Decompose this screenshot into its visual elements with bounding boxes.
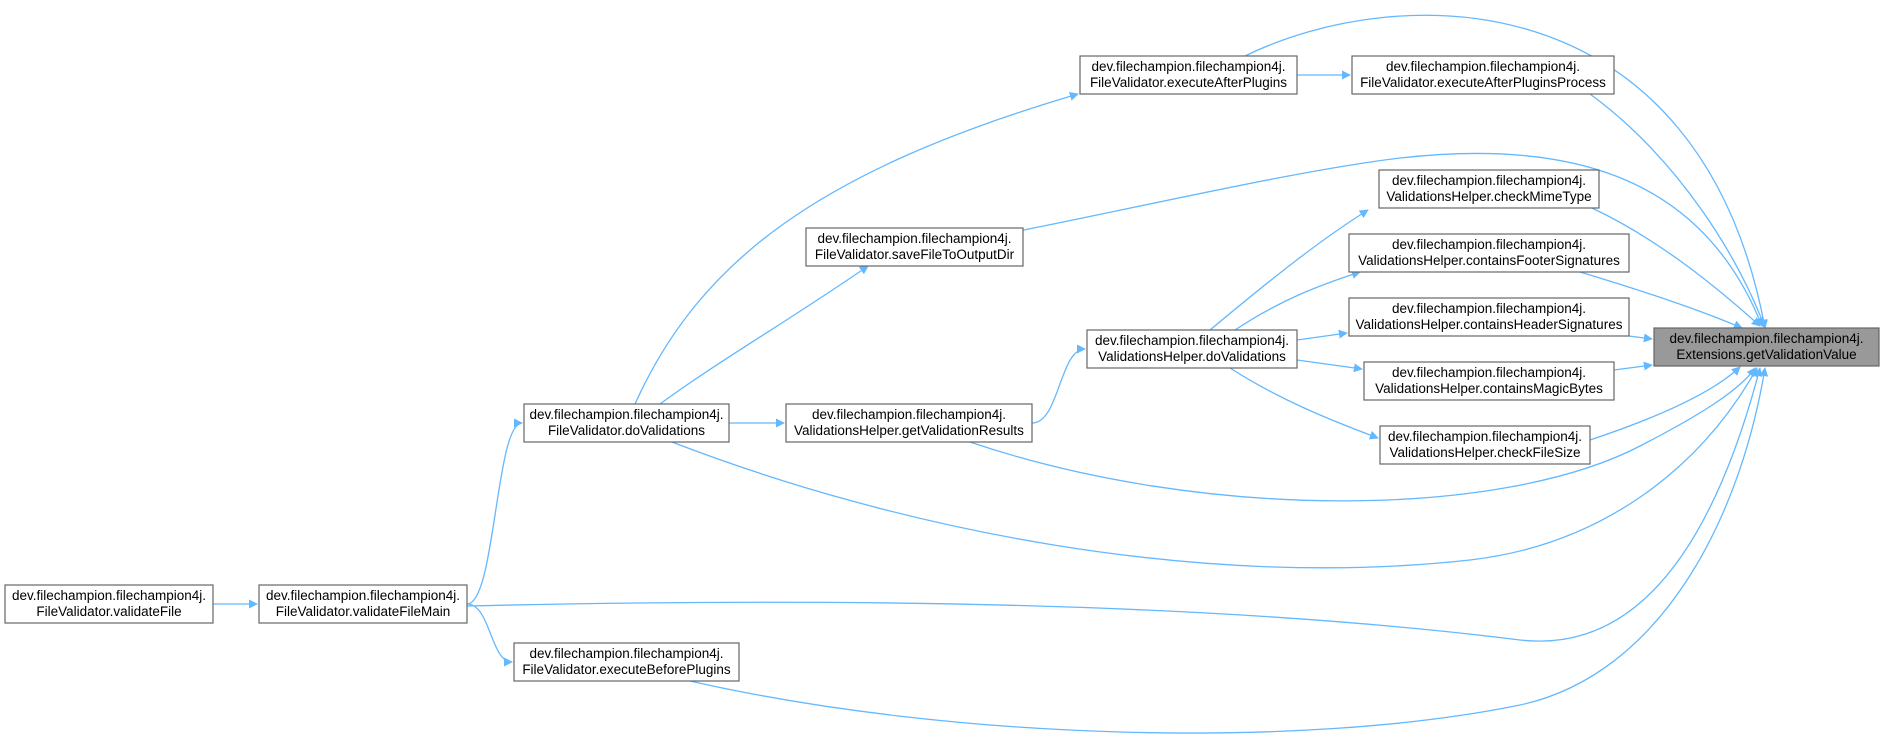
edge-fvDoValidations-to-root — [671, 367, 1758, 569]
edge-getValidationResults-to-root — [969, 367, 1756, 502]
node-label-line2: FileValidator.doValidations — [548, 423, 705, 438]
edge-executeBeforePlugins-to-root — [689, 367, 1769, 734]
edge-saveFileToOutputDir-to-root — [1013, 152, 1764, 327]
node-executeBeforePlugins[interactable]: dev.filechampion.filechampion4j.FileVali… — [513, 642, 740, 682]
node-box — [1348, 297, 1630, 337]
node-checkMimeType[interactable]: dev.filechampion.filechampion4j.Validati… — [1378, 169, 1600, 209]
node-getValidationResults[interactable]: dev.filechampion.filechampion4j.Validati… — [785, 403, 1033, 443]
node-box — [523, 403, 730, 443]
node-box — [1086, 329, 1298, 369]
node-label-line2: FileValidator.validateFile — [36, 604, 181, 619]
node-containsFooterSignatures[interactable]: dev.filechampion.filechampion4j.Validati… — [1348, 233, 1630, 273]
node-label-line2: ValidationsHelper.containsMagicBytes — [1375, 381, 1603, 396]
edge-validateFileMain-to-root — [466, 367, 1763, 642]
edge-fvDoValidations-to-executeAfterPlugins — [634, 91, 1079, 405]
edge-executeAfterPluginsProcess-to-root — [1589, 93, 1767, 329]
node-label-line2: FileValidator.validateFileMain — [276, 604, 451, 619]
edge-vhDoValidations-to-containsFooterSignatures — [1234, 270, 1361, 331]
node-vhDoValidations[interactable]: dev.filechampion.filechampion4j.Validati… — [1086, 329, 1298, 369]
node-validateFile[interactable]: dev.filechampion.filechampion4j.FileVali… — [4, 584, 214, 624]
node-label-line2: FileValidator.executeBeforePlugins — [522, 662, 731, 677]
edge-validateFileMain-to-fvDoValidations — [466, 418, 523, 605]
node-fvDoValidations[interactable]: dev.filechampion.filechampion4j.FileVali… — [523, 403, 730, 443]
node-box — [258, 584, 468, 624]
node-executeAfterPluginsProcess[interactable]: dev.filechampion.filechampion4j.FileVali… — [1351, 55, 1615, 95]
node-label-line1: dev.filechampion.filechampion4j. — [529, 646, 723, 661]
node-box — [805, 227, 1024, 267]
node-label-line2: ValidationsHelper.checkFileSize — [1389, 445, 1580, 460]
node-box — [4, 584, 214, 624]
node-checkFileSize[interactable]: dev.filechampion.filechampion4j.Validati… — [1379, 425, 1591, 465]
nodes-layer: dev.filechampion.filechampion4j.Extensio… — [4, 55, 1880, 682]
node-box — [1079, 55, 1298, 95]
edge-vhDoValidations-to-checkMimeType — [1209, 209, 1369, 331]
edge-executeAfterPlugins-to-root — [1244, 14, 1768, 329]
node-containsHeaderSignatures[interactable]: dev.filechampion.filechampion4j.Validati… — [1348, 297, 1630, 337]
edge-containsFooterSignatures-to-root — [1579, 271, 1743, 329]
node-label-line1: dev.filechampion.filechampion4j. — [266, 588, 460, 603]
edge-fvDoValidations-to-saveFileToOutputDir — [659, 265, 869, 405]
node-label-line2: ValidationsHelper.containsHeaderSignatur… — [1356, 317, 1623, 332]
node-label-line2: ValidationsHelper.checkMimeType — [1386, 189, 1591, 204]
edge-vhDoValidations-to-containsHeaderSignatures — [1296, 329, 1348, 341]
node-box — [1348, 233, 1630, 273]
node-saveFileToOutputDir[interactable]: dev.filechampion.filechampion4j.FileVali… — [805, 227, 1024, 267]
node-root[interactable]: dev.filechampion.filechampion4j.Extensio… — [1653, 327, 1880, 367]
node-box — [1351, 55, 1615, 95]
node-label-line1: dev.filechampion.filechampion4j. — [529, 407, 723, 422]
node-label-line1: dev.filechampion.filechampion4j. — [817, 231, 1011, 246]
node-box — [1379, 425, 1591, 465]
node-box — [513, 642, 740, 682]
node-label-line2: FileValidator.executeAfterPluginsProcess — [1360, 75, 1606, 90]
node-label-line1: dev.filechampion.filechampion4j. — [1392, 237, 1586, 252]
node-label-line1: dev.filechampion.filechampion4j. — [1392, 365, 1586, 380]
node-box — [1653, 327, 1880, 367]
node-label-line2: FileValidator.executeAfterPlugins — [1090, 75, 1287, 90]
node-box — [1363, 361, 1615, 401]
node-label-line1: dev.filechampion.filechampion4j. — [1388, 429, 1582, 444]
edge-validateFileMain-to-executeBeforePlugins — [466, 603, 513, 667]
edge-checkMimeType-to-root — [1591, 207, 1761, 327]
node-label-line1: dev.filechampion.filechampion4j. — [1095, 333, 1289, 348]
node-label-line1: dev.filechampion.filechampion4j. — [1669, 331, 1863, 346]
node-label-line2: ValidationsHelper.doValidations — [1098, 349, 1286, 364]
node-label-line2: FileValidator.saveFileToOutputDir — [815, 247, 1015, 262]
node-label-line1: dev.filechampion.filechampion4j. — [1386, 59, 1580, 74]
node-label-line2: ValidationsHelper.containsFooterSignatur… — [1358, 253, 1620, 268]
edge-checkFileSize-to-root — [1589, 366, 1741, 441]
edge-containsHeaderSignatures-to-root — [1628, 333, 1653, 343]
node-validateFileMain[interactable]: dev.filechampion.filechampion4j.FileVali… — [258, 584, 468, 624]
node-label-line2: ValidationsHelper.getValidationResults — [794, 423, 1024, 438]
edge-getValidationResults-to-vhDoValidations — [1031, 344, 1086, 424]
edges-layer — [213, 14, 1769, 734]
node-label-line1: dev.filechampion.filechampion4j. — [1392, 173, 1586, 188]
node-containsMagicBytes[interactable]: dev.filechampion.filechampion4j.Validati… — [1363, 361, 1615, 401]
node-label-line1: dev.filechampion.filechampion4j. — [1392, 301, 1586, 316]
edge-vhDoValidations-to-checkFileSize — [1229, 367, 1379, 440]
node-label-line1: dev.filechampion.filechampion4j. — [1091, 59, 1285, 74]
edge-vhDoValidations-to-containsMagicBytes — [1296, 359, 1363, 373]
node-box — [1378, 169, 1600, 209]
node-label-line1: dev.filechampion.filechampion4j. — [812, 407, 1006, 422]
node-label-line2: Extensions.getValidationValue — [1676, 347, 1856, 362]
node-executeAfterPlugins[interactable]: dev.filechampion.filechampion4j.FileVali… — [1079, 55, 1298, 95]
edge-containsMagicBytes-to-root — [1613, 361, 1653, 371]
node-label-line1: dev.filechampion.filechampion4j. — [12, 588, 206, 603]
node-box — [785, 403, 1033, 443]
